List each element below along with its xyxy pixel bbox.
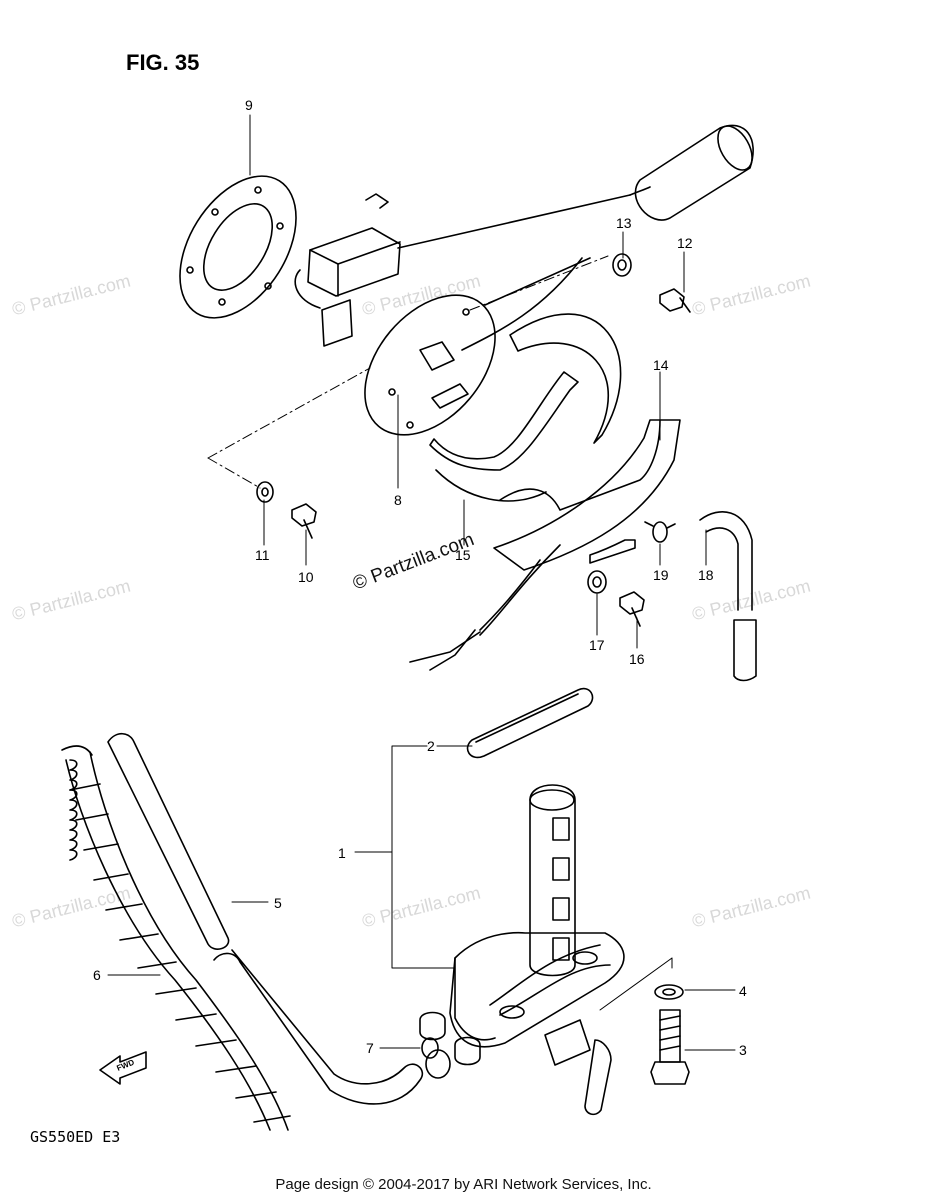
bolt-and-washer-part	[650, 984, 690, 1085]
fwd-arrow-icon: FWD	[99, 1051, 147, 1085]
model-code: GS550ED E3	[30, 1128, 121, 1146]
callout-3: 3	[739, 1042, 747, 1058]
callout-6: 6	[93, 967, 101, 983]
small-o-rings-part	[421, 1037, 451, 1079]
callout-16: 16	[629, 651, 645, 667]
gasket-ring-part	[179, 175, 297, 319]
o-ring-gasket-part	[466, 687, 594, 759]
vent-hose-part	[699, 511, 757, 682]
callout-4: 4	[739, 983, 747, 999]
callout-19: 19	[653, 567, 669, 583]
callout-7: 7	[366, 1040, 374, 1056]
callout-17: 17	[589, 637, 605, 653]
callout-11: 11	[255, 547, 270, 563]
cover-parts	[409, 313, 681, 671]
fuel-cock-part	[419, 784, 625, 1116]
callout-9: 9	[245, 97, 253, 113]
fuel-gauge-unit-part	[294, 124, 754, 436]
callout-2: 2	[427, 738, 435, 754]
hose-spring-part	[61, 745, 291, 1131]
callout-5: 5	[274, 895, 282, 911]
figure-title: FIG. 35	[126, 50, 200, 75]
page-footer: Page design © 2004-2017 by ARI Network S…	[275, 1176, 652, 1193]
hardware-parts	[256, 253, 691, 627]
leader-lines	[107, 114, 736, 1051]
callout-18: 18	[698, 567, 714, 583]
callout-15: 15	[455, 547, 471, 563]
callout-14: 14	[653, 357, 669, 373]
fuel-hose-part	[107, 732, 424, 1105]
callout-1: 1	[338, 845, 346, 861]
callout-12: 12	[677, 235, 693, 251]
callout-13: 13	[616, 215, 632, 231]
callout-10: 10	[298, 569, 314, 585]
callout-numbers: 1 2 3 4 5 6 7 8 9 10 11 12 13 14 15 16 1…	[93, 97, 747, 1058]
callout-8: 8	[394, 492, 402, 508]
